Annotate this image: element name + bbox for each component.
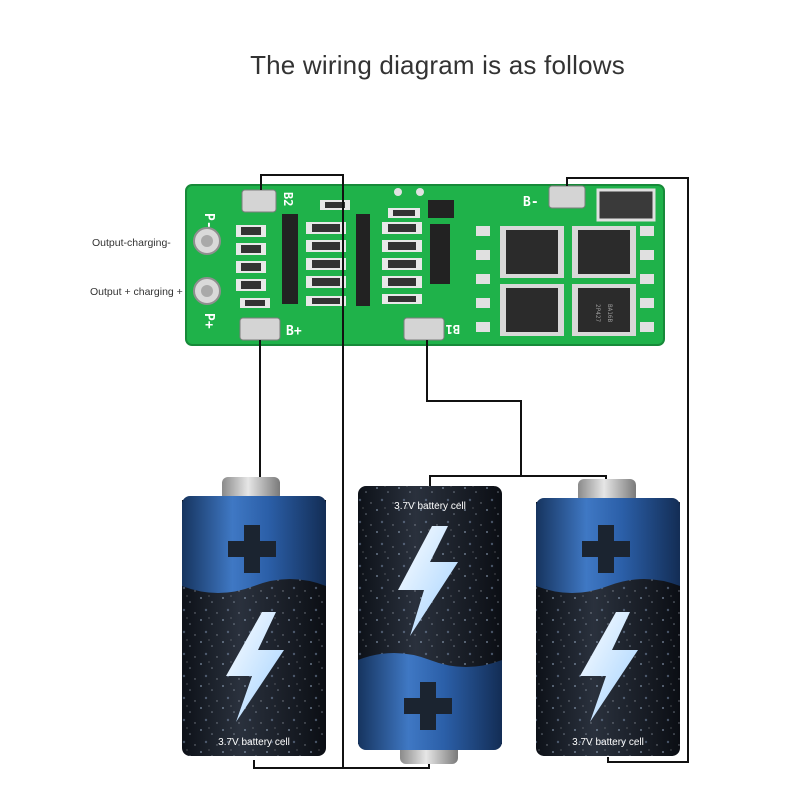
wire-b-minus [566,177,689,763]
pad-label-b-minus: B- [523,195,539,210]
pad-label-p-plus: P+ [201,313,216,329]
plus-icon [582,525,630,573]
smd-components [236,200,454,308]
protection-board: P- P+ B2 B- B+ B1 [185,184,665,346]
chip-marking-2: BA16B [606,304,613,322]
pad-label-b-plus: B+ [286,324,302,339]
output-minus-label: Output-charging- [92,237,171,249]
cell-1-label: 3.7V battery cell [218,737,290,748]
pad-b-minus [548,185,586,209]
lightning-bolt-icon [398,526,458,636]
lightning-bolt-icon [226,612,284,722]
wires [253,174,689,769]
plus-icon [228,525,276,573]
wire-b1-to-cell3 [430,475,607,480]
battery-cell-3: 3.7V battery cell [536,479,680,756]
pad-b2 [241,189,277,213]
output-plus-label: Output + charging + [90,286,183,298]
cell-2-label: 3.7V battery cell [394,501,466,512]
chip-marking-1: 2P427 [594,304,601,322]
cell-3-label: 3.7V battery cell [572,737,644,748]
pad-label-b2: B2 [281,192,295,206]
pad-b-plus [239,317,281,341]
page-title: The wiring diagram is as follows [250,50,625,80]
battery-cell-1: 3.7V battery cell [182,477,326,756]
pad-label-p-minus: P- [201,213,216,229]
wire-b1 [426,340,522,486]
sense-resistor [596,188,656,222]
wire-b2 [253,174,344,769]
battery-cell-2: 3.7V battery cell [358,486,502,764]
pad-label-b1: B1 [446,322,460,336]
mosfet-array: 2P427 BA16B [476,226,654,336]
lightning-bolt-icon [580,612,638,722]
pad-b1 [403,317,445,341]
plus-icon [404,682,452,730]
